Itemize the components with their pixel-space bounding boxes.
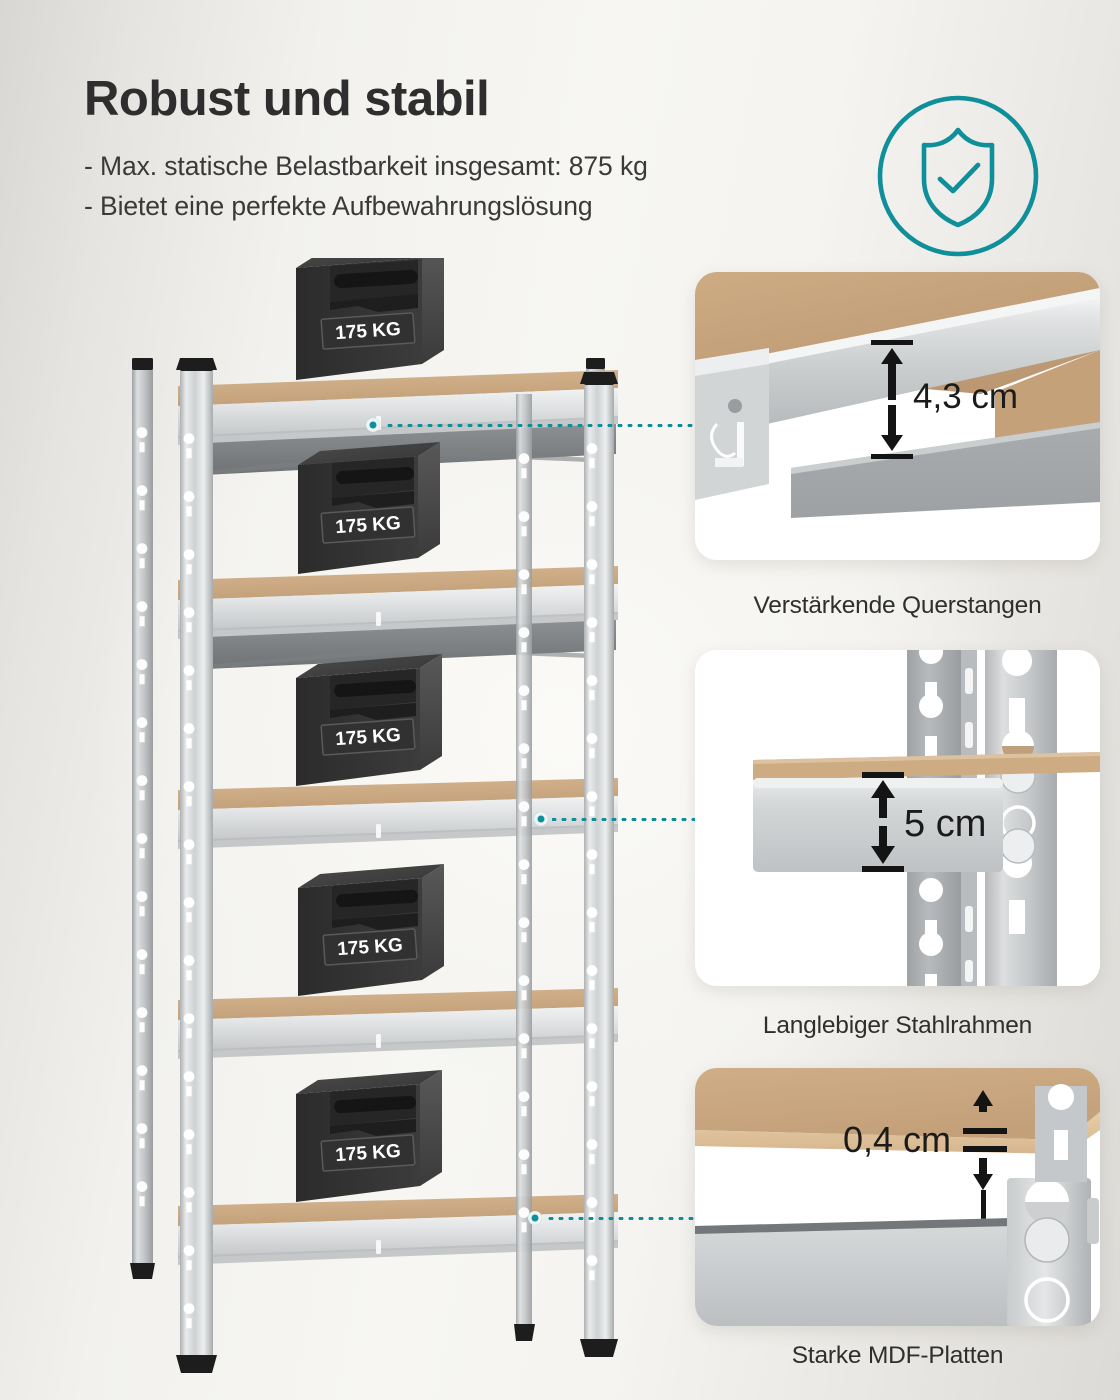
dimension-label: 0,4 cm (843, 1119, 951, 1160)
weight-block: 175 KG (298, 442, 440, 574)
connector-dot (528, 1211, 542, 1225)
feature-bullet-list: - Max. statische Belastbarkeit insgesamt… (84, 147, 874, 227)
feature-panel-crossbar: 4,3 cm (695, 272, 1100, 560)
feature-bullet: - Max. statische Belastbarkeit insgesamt… (84, 151, 648, 182)
weight-label: 175 KG (335, 319, 402, 345)
connector-steelframe (534, 812, 696, 826)
shield-check-icon (877, 95, 1039, 257)
weight-block: 175 KG (296, 654, 442, 786)
weight-block: 175 KG (296, 1070, 442, 1202)
connector-line (552, 817, 696, 821)
dimension-arrow (862, 772, 904, 872)
product-illustration: 175 KG 175 KG 175 KG (118, 244, 678, 1388)
dimension-arrow (963, 1090, 1007, 1232)
panel-caption-mdf: Starke MDF-Platten (791, 1342, 1004, 1369)
shelf-level-3 (178, 778, 618, 849)
page-title: Robust und stabil (84, 72, 490, 126)
front-post-left (176, 358, 217, 1373)
panel-caption-crossbar: Verstärkende Querstangen (753, 592, 1042, 619)
dimension-arrow (871, 340, 913, 459)
dimension-label: 4,3 cm (913, 377, 1018, 416)
crossbar-closeup-image: 4,3 cm (695, 272, 1100, 560)
connector-dot (534, 812, 548, 826)
shelf-level-5 (178, 1194, 618, 1265)
connector-line (384, 423, 696, 427)
weight-label: 175 KG (335, 725, 402, 751)
steelframe-closeup-image: 5 cm (695, 650, 1100, 986)
weight-block: 175 KG (296, 244, 444, 380)
rear-post-left (130, 358, 155, 1279)
feature-bullet: - Bietet eine perfekte Aufbewahrungslösu… (84, 191, 593, 222)
feature-panel-mdf: 0,4 cm (695, 1068, 1100, 1326)
weight-label: 175 KG (337, 935, 404, 961)
shelf-level-4 (178, 988, 618, 1059)
feature-panel-steelframe: 5 cm (695, 650, 1100, 986)
header: Robust und stabil - Max. statische Belas… (84, 72, 874, 227)
shield-badge (868, 86, 1048, 266)
weight-block: 175 KG (298, 864, 444, 996)
connector-dot (366, 418, 380, 432)
connector-line (546, 1216, 696, 1220)
panel-caption-steelframe: Langlebiger Stahlrahmen (762, 1012, 1033, 1039)
connector-crossbar (366, 418, 696, 432)
mdf-closeup-image: 0,4 cm (695, 1068, 1100, 1326)
weight-label: 175 KG (335, 1141, 402, 1167)
front-post-right (580, 372, 618, 1357)
dimension-label: 5 cm (904, 803, 986, 845)
shelf-level-2 (178, 566, 618, 670)
inner-post (514, 394, 535, 1341)
shelving-unit: 175 KG 175 KG 175 KG (130, 244, 618, 1373)
weight-label: 175 KG (335, 513, 402, 539)
connector-mdf (528, 1211, 696, 1225)
